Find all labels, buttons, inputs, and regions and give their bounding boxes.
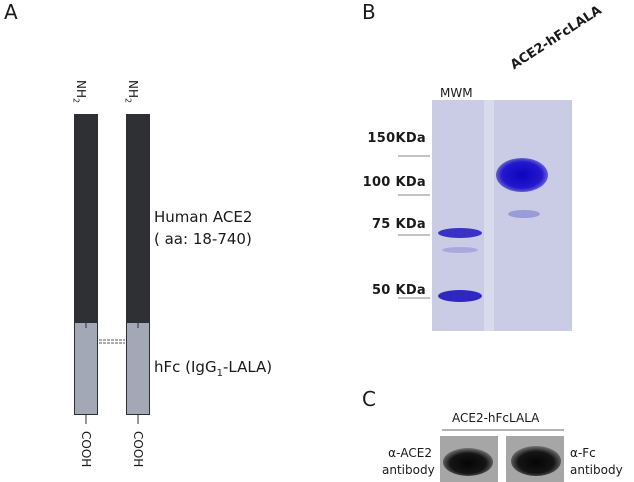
sds-page-gel <box>432 100 572 331</box>
anti-fc-label-line1: α-Fc <box>570 446 596 460</box>
sample-band-main <box>496 158 548 192</box>
c-terminus-label-1: COOH <box>79 431 93 475</box>
fc-domain-chain-1 <box>74 322 98 415</box>
western-blot-strips <box>440 436 564 482</box>
anti-ace2-label-line1: α-ACE2 <box>388 446 432 460</box>
c-terminus-label-2: COOH <box>131 431 145 475</box>
lane-label-mwm: MWM <box>440 86 473 100</box>
anti-ace2-label: α-ACE2 antibody <box>382 445 435 479</box>
ace2-description-line1: Human ACE2 <box>154 208 253 226</box>
mwm-faint-band <box>442 247 478 253</box>
ace2-description: Human ACE2 ( aa: 18-740) <box>154 206 252 250</box>
lane-label-sample: ACE2-hFcLALA <box>507 2 605 73</box>
ace2-domain-chain-1 <box>74 114 98 323</box>
panel-c-letter: C <box>362 387 376 411</box>
n-terminus-text-1: NH2 <box>71 80 88 104</box>
western-blot-header: ACE2-hFcLALA <box>452 411 540 425</box>
n-terminus-text-2: NH2 <box>123 80 140 104</box>
fc-domain-chain-2 <box>126 322 150 415</box>
mwm-band-75 <box>438 228 482 238</box>
ace2-domain-chain-2 <box>126 114 150 323</box>
blot-band-fc <box>511 446 561 476</box>
gel-lane-divider <box>484 100 494 331</box>
marker-label-100: 100 KDa <box>362 175 426 190</box>
c-terminus-text-2: COOH <box>131 431 145 468</box>
anti-fc-label-line2: antibody <box>570 463 623 477</box>
n-terminus-label-2: NH2 <box>123 80 140 106</box>
anti-fc-label: α-Fc antibody <box>570 445 623 479</box>
c-terminus-text-1: COOH <box>79 431 93 468</box>
marker-label-50: 50 KDa <box>371 283 426 298</box>
ace2-description-line2: ( aa: 18-740) <box>154 230 252 248</box>
panel-a-letter: A <box>4 0 18 24</box>
marker-label-75: 75 KDa <box>371 217 426 232</box>
mwm-band-50 <box>438 290 482 302</box>
panel-b-letter: B <box>362 0 376 24</box>
fc-description: hFc (IgG1-LALA) <box>154 358 273 379</box>
sample-band-minor <box>508 210 540 218</box>
blot-band-ace2 <box>443 448 493 476</box>
anti-ace2-label-line2: antibody <box>382 463 435 477</box>
n-terminus-label-1: NH2 <box>71 80 88 106</box>
marker-label-150: 150KDa <box>367 131 426 146</box>
